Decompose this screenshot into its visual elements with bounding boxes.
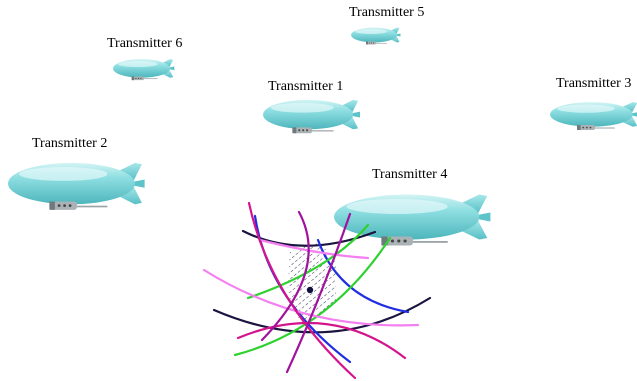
transmitter-1-label: Transmitter 1 <box>268 79 344 94</box>
transmitter-5-label: Transmitter 5 <box>349 5 425 20</box>
range-curve-purple-1 <box>260 210 310 342</box>
range-curve-black-upper <box>241 229 377 247</box>
range-curve-pink-2 <box>258 238 370 260</box>
range-curve-magenta-2 <box>236 321 407 360</box>
transmitter-5-blimp-icon <box>351 27 401 45</box>
intersection-region <box>287 240 336 320</box>
transmitter-3-label: Transmitter 3 <box>556 76 632 91</box>
range-curve-green-1 <box>246 223 370 300</box>
transmitter-3-blimp-icon <box>550 102 637 130</box>
range-curve-purple-2 <box>285 212 352 374</box>
range-curve-pink-1 <box>202 268 420 327</box>
range-curve-green-2 <box>233 236 392 357</box>
transmitter-4-label: Transmitter 4 <box>372 167 448 182</box>
transmitter-6-blimp-icon <box>113 59 175 81</box>
transmitter-6-label: Transmitter 6 <box>107 36 183 51</box>
estimated-position-dot <box>306 286 314 294</box>
transmitter-2-blimp-icon <box>8 162 145 210</box>
transmitter-2-label: Transmitter 2 <box>32 136 108 151</box>
range-curve-magenta-1 <box>247 201 357 380</box>
transmitter-1-blimp-icon <box>263 99 361 134</box>
